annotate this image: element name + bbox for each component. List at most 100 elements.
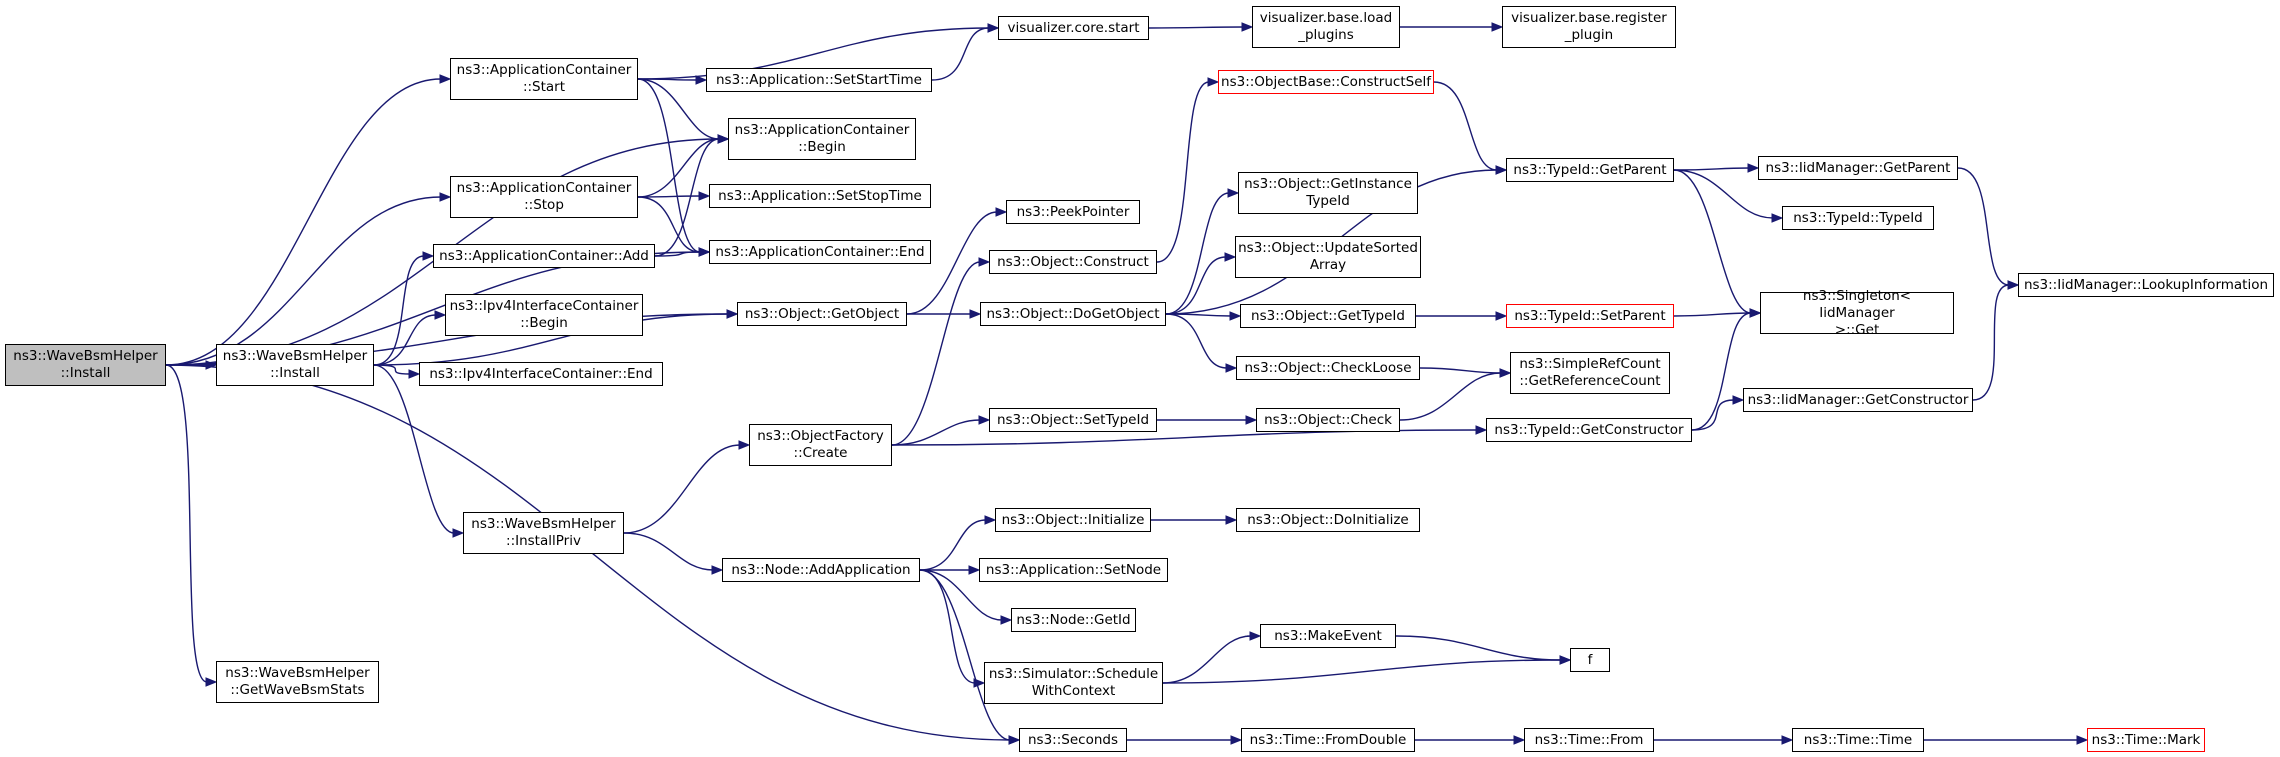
edge-installpriv-to-objfactory_create [623, 440, 751, 534]
edge-root-to-ac_start [165, 74, 452, 366]
node-time-from[interactable]: ns3::Time::From [1524, 728, 1654, 752]
node-node-addapplication[interactable]: ns3::Node::AddApplication [722, 558, 920, 582]
edge-line [931, 27, 990, 81]
edge-line [165, 196, 442, 366]
node-visualizer-core-start[interactable]: visualizer.core.start [998, 16, 1149, 40]
node-time-time[interactable]: ns3::Time::Time [1792, 728, 1924, 752]
edge-line [891, 429, 1478, 446]
edge-arrowhead [1499, 368, 1512, 378]
edge-arrowhead [422, 251, 435, 261]
node-ipv4interfacecontainer-end[interactable]: ns3::Ipv4InterfaceContainer::End [419, 362, 663, 386]
edge-arrowhead [968, 565, 981, 575]
node-object-settypeid[interactable]: ns3::Object::SetTypeId [989, 408, 1157, 432]
edge-line [637, 196, 701, 253]
node-simplerefcount-getreferencecount[interactable]: ns3::SimpleRefCount ::GetReferenceCount [1510, 352, 1670, 394]
node-objectfactory-create[interactable]: ns3::ObjectFactory ::Create [749, 424, 892, 466]
node-object-dogetobject[interactable]: ns3::Object::DoGetObject [980, 302, 1166, 326]
edge-line [373, 364, 455, 534]
edge-line [1673, 312, 1752, 317]
edge-obj_check-to-simplerefcount [1399, 368, 1512, 421]
edge-wbh_install-to-ac_add [373, 251, 435, 366]
node-object-doinitialize[interactable]: ns3::Object::DoInitialize [1236, 508, 1420, 532]
edge-arrowhead [698, 191, 711, 201]
edge-line [654, 138, 720, 257]
edge-obj_dogetobject-to-obj_gettypeid [1165, 311, 1242, 321]
edge-obj_dogetobject-to-obj_getinstance [1165, 188, 1240, 315]
node-simulator-schedulewithcontext[interactable]: ns3::Simulator::Schedule WithContext [984, 662, 1163, 704]
edge-app_setstart-to-vis_start [931, 23, 1000, 81]
edge-arrowhead [1227, 188, 1240, 198]
edge-ac_add-to-ac_begin [654, 134, 730, 257]
node-object-getinstancetypeid[interactable]: ns3::Object::GetInstance TypeId [1238, 172, 1418, 214]
node-visualizer-base-register-plugin[interactable]: visualizer.base.register _plugin [1502, 6, 1676, 48]
node-object-getobject[interactable]: ns3::Object::GetObject [737, 302, 907, 326]
node-wavebsmhelper-install[interactable]: ns3::WaveBsmHelper ::Install [216, 344, 374, 386]
edge-line [1691, 312, 1752, 431]
node-typeid-typeid[interactable]: ns3::TypeId::TypeId [1782, 206, 1934, 230]
edge-arrowhead [995, 207, 1008, 217]
edge-arrowhead [1495, 165, 1508, 175]
node-application-setnode[interactable]: ns3::Application::SetNode [979, 558, 1168, 582]
node-f[interactable]: f [1570, 648, 1610, 672]
edge-arrowhead [1000, 615, 1013, 625]
node-object-updatesortedarray[interactable]: ns3::Object::UpdateSorted Array [1235, 236, 1421, 278]
edge-arrowhead [1241, 22, 1254, 32]
node-applicationcontainer-start[interactable]: ns3::ApplicationContainer ::Start [450, 58, 638, 100]
edge-line [1972, 284, 2010, 401]
edge-arrowhead [695, 75, 708, 85]
node-applicationcontainer-end[interactable]: ns3::ApplicationContainer::End [709, 240, 931, 264]
node-applicationcontainer-add[interactable]: ns3::ApplicationContainer::Add [433, 244, 655, 268]
edge-time_fromdouble-to-time_from [1414, 735, 1526, 745]
edge-arrowhead [984, 515, 997, 525]
node-iidmanager-lookupinformation[interactable]: ns3::IidManager::LookupInformation [2018, 273, 2274, 297]
edge-arrowhead [1230, 735, 1243, 745]
node-node-getid[interactable]: ns3::Node::GetId [1011, 608, 1136, 632]
node-iidmanager-getconstructor[interactable]: ns3::IidManager::GetConstructor [1743, 388, 1973, 412]
edge-line [891, 261, 981, 446]
node-object-initialize[interactable]: ns3::Object::Initialize [995, 508, 1151, 532]
node-iidmanager-getparent[interactable]: ns3::IidManager::GetParent [1758, 156, 1958, 180]
edge-installpriv-to-node_addapp [623, 532, 724, 575]
node-makeevent[interactable]: ns3::MakeEvent [1260, 624, 1396, 648]
node-object-gettypeid[interactable]: ns3::Object::GetTypeId [1240, 304, 1416, 328]
edge-line [373, 314, 437, 366]
edge-objfactory_create-to-obj_settypeid [891, 415, 991, 446]
node-applicationcontainer-begin[interactable]: ns3::ApplicationContainer ::Begin [728, 118, 916, 160]
node-time-mark[interactable]: ns3::Time::Mark [2087, 728, 2205, 752]
edge-line [1395, 635, 1562, 661]
edge-line [654, 251, 701, 257]
edge-line [1165, 313, 1228, 369]
edge-ac_stop-to-app_setstop [637, 191, 711, 201]
node-typeid-setparent[interactable]: ns3::TypeId::SetParent [1506, 304, 1674, 328]
edge-line [1148, 26, 1244, 29]
node-application-setstarttime[interactable]: ns3::Application::SetStartTime [706, 68, 932, 92]
edge-line [1165, 256, 1227, 315]
edge-line [919, 569, 1011, 741]
node-typeid-getconstructor[interactable]: ns3::TypeId::GetConstructor [1486, 418, 1692, 442]
node-object-check[interactable]: ns3::Object::Check [1256, 408, 1400, 432]
edge-line [1156, 81, 1210, 263]
edge-wbh_install-to-ipv4_begin [373, 310, 447, 366]
node-ipv4interfacecontainer-begin[interactable]: ns3::Ipv4InterfaceContainer ::Begin [445, 294, 643, 336]
node-wavebsmhelper-getwavebsmstats[interactable]: ns3::WaveBsmHelper ::GetWaveBsmStats [216, 661, 379, 703]
edge-line [623, 444, 741, 534]
node-peekpointer[interactable]: ns3::PeekPointer [1006, 200, 1140, 224]
edge-obj_construct-to-objbase_construct [1156, 77, 1220, 263]
edge-arrowhead [987, 23, 1000, 33]
edge-arrowhead [1513, 735, 1526, 745]
node-wavebsmhelper-installpriv[interactable]: ns3::WaveBsmHelper ::InstallPriv [463, 512, 624, 554]
node-singleton-iidmanager-get[interactable]: ns3::Singleton< IidManager >::Get [1760, 288, 1954, 338]
edge-iid_getparent-to-iid_lookup [1957, 167, 2020, 290]
node-typeid-getparent[interactable]: ns3::TypeId::GetParent [1506, 158, 1674, 182]
edge-arrowhead [1008, 735, 1021, 745]
node-object-checkloose[interactable]: ns3::Object::CheckLoose [1236, 356, 1420, 380]
node-time-fromdouble[interactable]: ns3::Time::FromDouble [1241, 728, 1415, 752]
node-objectbase-constructself[interactable]: ns3::ObjectBase::ConstructSelf [1218, 70, 1434, 94]
edge-wbh_install-to-installpriv [373, 364, 465, 538]
node-object-construct[interactable]: ns3::Object::Construct [989, 250, 1157, 274]
node-seconds[interactable]: ns3::Seconds [1019, 728, 1127, 752]
node-application-setstoptime[interactable]: ns3::Application::SetStopTime [709, 184, 931, 208]
node-applicationcontainer-stop[interactable]: ns3::ApplicationContainer ::Stop [450, 176, 638, 218]
node-visualizer-base-load-plugins[interactable]: visualizer.base.load _plugins [1252, 6, 1400, 48]
